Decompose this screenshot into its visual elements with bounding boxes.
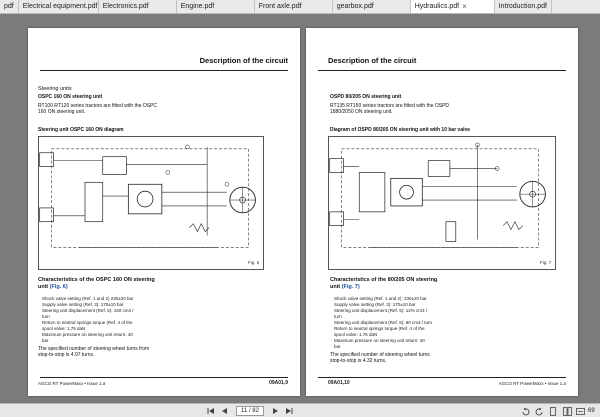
list-item: Return to neutral springs torque (Ref. 4…	[42, 320, 133, 325]
list-item: turn	[334, 314, 342, 319]
footer-publication: AGCO RT PowerMaxx • Issue 1.a	[38, 381, 106, 386]
tab-label: pdf	[4, 3, 14, 10]
list-item: bar	[42, 338, 49, 343]
list-item: Shock valve setting (Ref. 1 and 2) 230±2…	[42, 296, 134, 301]
figure-link[interactable]: (Fig. 6)	[49, 284, 68, 290]
hydraulic-diagram	[328, 136, 556, 270]
list-item: Steering unit displacement (Ref. 5): 12%…	[334, 308, 428, 313]
intro-line-1: RT100 RT120 series tractors are fitted w…	[38, 103, 158, 109]
last-page-icon[interactable]	[284, 406, 294, 416]
characteristics-list: Shock valve setting (Ref. 1 and 2): 230±…	[334, 296, 432, 350]
pdf-page-right: Description of the circuit OSPD 80/205 O…	[306, 28, 578, 396]
subsection-title: OSPD 80/205 ON steering unit	[330, 94, 402, 100]
turns-line-2: stop-to-stop is 4.97 turns.	[38, 352, 95, 358]
subsection-title: OSPC 160 ON steering unit	[38, 94, 103, 100]
tab-hydraulics[interactable]: Hydraulics.pdf×	[410, 0, 495, 13]
tab-label: Electronics.pdf	[102, 3, 149, 10]
tab-label: Introduction.pdf	[498, 3, 547, 10]
list-item: Return to neutral springs torque (Ref. 4…	[334, 326, 425, 331]
turns-line-1: The specified number of steering wheel t…	[38, 346, 150, 352]
list-item: turn	[42, 314, 50, 319]
page-header-title: Description of the circuit	[328, 56, 417, 65]
list-item: Shock valve setting (Ref. 1 and 2): 230±…	[334, 296, 427, 301]
list-item: Supply valve setting (Ref. 3): 170±10 ba…	[42, 302, 124, 307]
tab-label: gearbox.pdf	[336, 3, 374, 10]
fit-width-icon[interactable]	[575, 406, 585, 416]
tab-introduction[interactable]: Introduction.pdf	[495, 0, 552, 13]
tab-label: Electrical equipment.pdf	[22, 3, 98, 10]
intro-line-1: RT135 RT150 series tractors are fitted w…	[330, 103, 450, 109]
characteristics-unit-text: unit	[330, 284, 341, 290]
tab-gearbox[interactable]: gearbox.pdf	[333, 0, 411, 13]
zoom-level[interactable]: 69	[588, 408, 595, 414]
page-number-input[interactable]: 11 / 82	[236, 406, 264, 416]
section-title: Steering units	[38, 86, 72, 92]
characteristics-title-unit: unit (Fig. 6)	[38, 284, 68, 290]
next-page-icon[interactable]	[270, 406, 280, 416]
tab-bar: pdf Electrical equipment.pdf Electronics…	[0, 0, 600, 14]
list-item: Steering unit displacement (Ref. 5): 160…	[42, 308, 134, 313]
diagram-title: Diagram of OSPD 80/205 ON steering unit …	[330, 127, 471, 133]
intro-line-2: 160 ON steering unit.	[38, 109, 86, 115]
single-page-icon[interactable]	[548, 406, 558, 416]
figure-label: Fig. 6	[248, 260, 260, 265]
footer-page-code: 09A01,9	[269, 380, 288, 386]
footer-rule	[318, 377, 566, 378]
intro-line-2: 1880/2050 ON steering unit.	[330, 109, 393, 115]
list-item: Maximum pressure on steering unit return…	[334, 338, 425, 343]
tab-pdf[interactable]: pdf	[0, 0, 19, 13]
document-viewer[interactable]: Description of the circuit Steering unit…	[0, 14, 600, 403]
rotate-left-icon[interactable]	[520, 406, 530, 416]
tab-electronics[interactable]: Electronics.pdf	[99, 0, 177, 13]
tab-label: Hydraulics.pdf	[414, 3, 460, 10]
prev-page-icon[interactable]	[220, 406, 230, 416]
footer-rule	[40, 377, 288, 378]
figure-link[interactable]: (Fig. 7)	[341, 284, 360, 290]
characteristics-title: Characteristics of the 80/205 ON steerin…	[330, 277, 438, 283]
footer-publication: AGCO RT PowerMaxx • Issue 1.a	[498, 381, 566, 386]
tab-label: Front axle.pdf	[258, 3, 302, 10]
list-item: spool valve: 1.76 daN	[42, 326, 86, 331]
tab-engine[interactable]: Engine.pdf	[177, 0, 255, 13]
list-item: bar	[334, 344, 341, 349]
rotate-right-icon[interactable]	[534, 406, 544, 416]
characteristics-title: Characteristics of the OSPC 160 ON steer…	[38, 277, 155, 283]
page-header-title: Description of the circuit	[199, 56, 288, 65]
list-item: Supply valve setting (Ref. 3): 170±10 ba…	[334, 302, 416, 307]
list-item: Maximum pressure on steering unit return…	[42, 332, 133, 337]
two-page-icon[interactable]	[562, 406, 572, 416]
tab-electrical-equipment[interactable]: Electrical equipment.pdf	[19, 0, 99, 13]
characteristics-list: Shock valve setting (Ref. 1 and 2) 230±2…	[42, 296, 134, 344]
footer-page-code: 09A01,10	[328, 380, 350, 386]
figure-label: Fig. 7	[540, 260, 552, 265]
close-icon[interactable]: ×	[462, 2, 467, 11]
header-rule	[40, 70, 288, 71]
pdf-page-left: Description of the circuit Steering unit…	[28, 28, 300, 396]
page-navigation-toolbar: 11 / 82 69	[0, 403, 600, 417]
tab-label: Engine.pdf	[180, 3, 215, 10]
diagram-title: Steering unit OSPC 160 ON diagram	[38, 127, 124, 133]
hydraulic-diagram	[38, 136, 264, 270]
turns-line-2: stop-to-stop is 4.32 turns.	[330, 358, 387, 364]
tab-front-axle[interactable]: Front axle.pdf	[255, 0, 333, 13]
turns-line-1: The specified number of steering wheel t…	[330, 352, 430, 358]
list-item: spool valve: 1.76 daN	[334, 332, 378, 337]
characteristics-title-unit: unit (Fig. 7)	[330, 284, 360, 290]
header-rule	[318, 70, 566, 71]
characteristics-unit-text: unit	[38, 284, 49, 290]
first-page-icon[interactable]	[206, 406, 216, 416]
list-item: Steering unit displacement (Ref. 5): 80 …	[334, 320, 433, 325]
